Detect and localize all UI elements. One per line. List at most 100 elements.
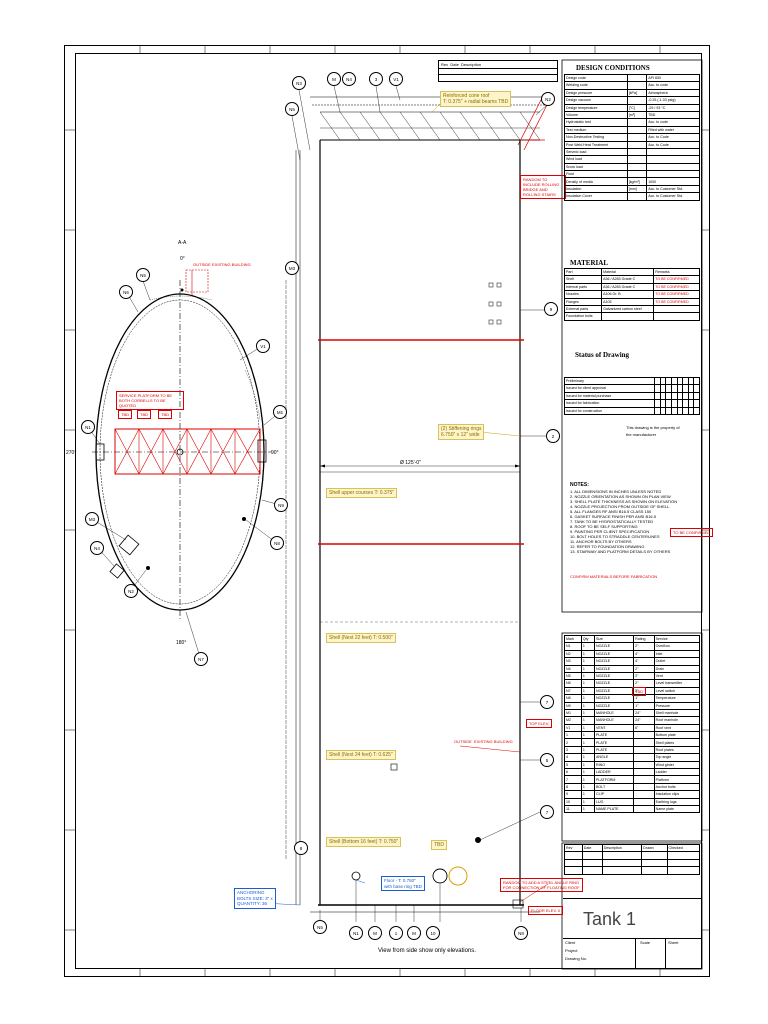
material-name: A36 / A283 Grade C: [601, 275, 655, 284]
scale-label: Scale: [640, 940, 651, 945]
elev-bubble-7: 7: [540, 695, 554, 709]
design-condition-label: Insulation Cover: [564, 192, 628, 201]
nozzle-mark: 10: [564, 797, 582, 807]
design-condition-label: Snow load: [564, 162, 628, 172]
angle-270-label: 270°: [66, 450, 77, 456]
red-note-floor: FLOOR ELEV. 0: [528, 906, 564, 915]
elev-bubble-v1: V1: [389, 72, 403, 86]
nozzle-size: NAME PLATE: [594, 804, 635, 814]
shell-next-24-callout: Shell (Next 24 feet) T: 0.625": [326, 750, 396, 760]
plan-bubble-v1: V1: [256, 339, 270, 353]
design-condition-unit: [626, 81, 648, 90]
revision-header-cell: Date: [581, 843, 603, 853]
design-condition-unit: [kPa]: [626, 88, 648, 98]
note-line: 8. ROOF TO BE SELF SUPPORTING: [570, 524, 638, 529]
revision-row: [564, 858, 701, 868]
design-condition-value: [646, 147, 700, 157]
plan-bubble-n7: N7: [194, 652, 208, 666]
elev-bubble-m3: M3: [285, 261, 299, 275]
nozzle-rating: [633, 738, 655, 747]
design-condition-row: Density of media[kg/m³]1000: [564, 177, 700, 186]
notes-title: NOTES:: [570, 482, 589, 488]
revision-cell: [564, 866, 583, 875]
nozzle-service: Platform: [653, 775, 701, 784]
nozzle-size: PLATE: [594, 745, 635, 755]
design-condition-row: Fluid: [564, 170, 700, 179]
nozzle-size: NOZZLE: [594, 701, 635, 710]
stiffening-callout: (2) Stiffening rings 6.750" x 12" wide: [438, 424, 485, 440]
design-condition-row: Design pressure[kPa]Atmospheric: [564, 88, 700, 98]
design-condition-value: Atmospheric: [646, 88, 700, 98]
material-remark: TO BE CONFIRMED: [653, 290, 700, 299]
elev-bubble-n1: N1: [349, 926, 363, 940]
material-part: External parts: [563, 304, 603, 314]
nozzle-mark: V1: [564, 723, 582, 733]
nozzle-size: ANGLE: [594, 753, 635, 762]
drawing-title: Tank 1: [583, 909, 637, 929]
material-remark: [653, 304, 700, 314]
nozzle-qty: 1: [580, 745, 596, 755]
nozzle-rating: 24": [633, 716, 655, 725]
status-label: Issued for construction: [563, 406, 656, 415]
nozzle-size: NOZZLE: [594, 642, 635, 651]
design-condition-value: TBD: [646, 110, 700, 120]
elev-bubble-n3: N3: [292, 76, 306, 90]
nozzle-mark: N4: [564, 664, 582, 673]
status-label: Preliminary: [563, 376, 656, 386]
nozzle-mark: 9: [564, 790, 582, 799]
elev-existing-label: EXISTING BUILDING: [474, 739, 513, 744]
nozzle-mark: N9: [564, 701, 582, 710]
nozzle-mark: N6: [564, 679, 582, 688]
plan-bubble-n2: N2: [124, 584, 138, 598]
nozzle-mark: M1: [564, 708, 582, 718]
material-part: Internal parts: [563, 282, 603, 292]
nozzle-rating: 1": [633, 701, 655, 710]
plan-bubble-n5: N5: [136, 268, 150, 282]
plan-bubble-n4: N4: [90, 541, 104, 555]
revision-cell: [601, 858, 643, 868]
nozzle-qty: 1: [580, 804, 596, 814]
revision-cell: [601, 851, 643, 860]
elev-bubble-m-bottom-2: M: [407, 926, 421, 940]
nozzle-qty: 1: [580, 768, 596, 777]
status-label: Issued for client approval: [563, 384, 656, 393]
elev-bubble-8: 8: [294, 841, 308, 855]
design-conditions-title: DESIGN CONDITIONS: [576, 64, 650, 72]
nozzle-header-cell: Mark: [564, 634, 582, 644]
nozzle-rating: [633, 782, 655, 792]
plan-outside-label: OUTSIDE: [193, 262, 211, 267]
design-condition-unit: [626, 125, 648, 135]
nozzle-service: Level switch: [653, 686, 701, 696]
revision-block: Rev Date Description: [438, 60, 558, 82]
design-condition-value: Acc. to Code: [646, 140, 700, 149]
nozzle-size: MANHOLE: [594, 716, 635, 725]
design-condition-value: Acc. to code: [646, 118, 700, 127]
nozzle-service: Name plate: [653, 804, 701, 814]
nozzle-qty: 1: [580, 760, 596, 770]
nozzle-mark: 1: [564, 731, 582, 740]
nozzle-rating: 2": [633, 664, 655, 673]
plan-bubble-m3: M3: [85, 512, 99, 526]
bridge-tbd-2: TBD: [137, 410, 151, 419]
plan-bubble-n6: N6: [119, 285, 133, 299]
design-condition-value: [646, 162, 700, 172]
nozzle-qty: 1: [580, 664, 596, 673]
nozzle-size: NOZZLE: [594, 686, 635, 696]
nozzle-service: Inlet: [653, 649, 701, 659]
anchor-callout: ANCHORING BOLTS SIZE: 3" x QUANTITY: 36: [234, 888, 276, 909]
revision-cell: [666, 851, 701, 860]
elev-bubble-n5-bottom: N5: [313, 920, 327, 934]
status-note-2: the manufacturer: [626, 432, 657, 437]
elev-bubble-n2: N2: [541, 92, 555, 106]
nozzle-qty: 1: [580, 657, 596, 666]
nozzle-header-cell: Size: [594, 634, 635, 644]
